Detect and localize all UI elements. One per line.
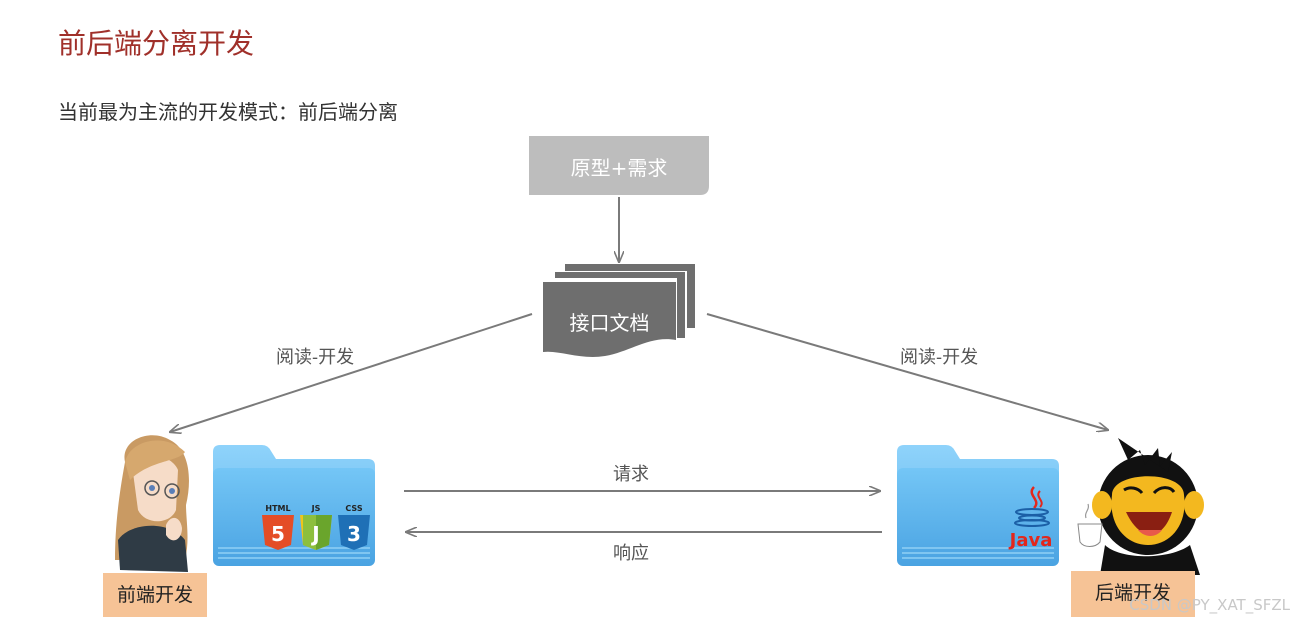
css-badge-label: CSS: [345, 504, 362, 513]
java-icon: Java: [1008, 486, 1053, 551]
response-label: 响应: [613, 543, 649, 564]
requirements-box-label: 原型+需求: [570, 156, 668, 180]
js-icon: J: [300, 515, 332, 550]
backend-developer-avatar: [1077, 438, 1204, 575]
request-label: 请求: [613, 464, 649, 485]
read-dev-label-left: 阅读-开发: [276, 347, 355, 368]
svg-text:J: J: [310, 522, 319, 546]
svg-text:3: 3: [347, 522, 361, 546]
read-dev-label-right: 阅读-开发: [900, 347, 979, 368]
api-doc-label: 接口文档: [569, 311, 650, 335]
page-subtitle: 当前最为主流的开发模式：前后端分离: [58, 100, 398, 124]
html5-icon: 5: [262, 515, 294, 550]
backend-role-label: 后端开发: [1071, 571, 1195, 617]
requirements-box: [529, 136, 709, 195]
api-doc-icon: [543, 264, 695, 357]
backend-folder-icon: [897, 445, 1059, 566]
arrow-doc-to-frontend: [170, 313, 533, 432]
watermark: CSDN @PY_XAT_SFZL: [1129, 596, 1290, 614]
java-badge-label: Java: [1008, 530, 1053, 551]
js-badge-label: JS: [311, 504, 321, 513]
frontend-role-label: 前端开发: [103, 573, 207, 617]
frontend-folder-icon: [213, 445, 375, 566]
arrow-doc-to-backend: [706, 313, 1108, 430]
page-title: 前后端分离开发: [58, 27, 255, 60]
css3-icon: 3: [338, 515, 370, 550]
frontend-developer-avatar: [115, 435, 189, 572]
html-badge-label: HTML: [265, 504, 290, 513]
svg-text:5: 5: [271, 522, 285, 546]
